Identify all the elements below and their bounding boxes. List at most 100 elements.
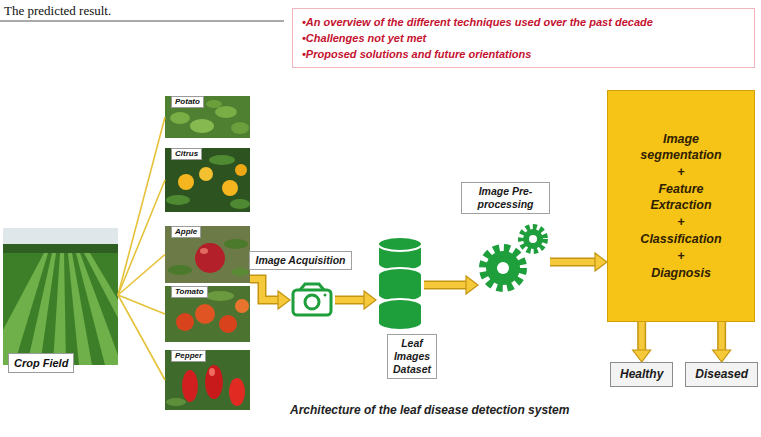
result-text: Healthy bbox=[620, 367, 663, 382]
analysis-box: Image segmentation+Feature Extraction+Cl… bbox=[607, 90, 755, 322]
flow-arrow bbox=[550, 253, 607, 271]
crop-photo-node: Tomato bbox=[165, 286, 250, 342]
crop-link-line bbox=[118, 117, 165, 295]
label-holder: Tomato bbox=[171, 286, 208, 298]
crop-photo-node: Potato bbox=[165, 96, 250, 138]
label-holder: Image Pre-processing bbox=[461, 182, 550, 214]
arrow-outline bbox=[424, 281, 467, 290]
citrus-photo bbox=[222, 180, 238, 196]
gears-icon bbox=[521, 227, 545, 251]
potato-photo bbox=[231, 122, 249, 134]
crop-link-line bbox=[118, 180, 165, 295]
gears-icon bbox=[483, 227, 545, 288]
gears-icon bbox=[486, 251, 520, 285]
arrow-outline bbox=[250, 279, 279, 300]
crop-link-line bbox=[118, 117, 165, 295]
crop-link-line bbox=[118, 295, 165, 314]
label-holder: Apple bbox=[171, 226, 201, 238]
crop-field-photo bbox=[3, 228, 118, 365]
flow-arrow bbox=[424, 276, 478, 294]
photo-tag: Citrus bbox=[171, 148, 202, 160]
flow-arrow bbox=[335, 291, 376, 309]
flow-arrow bbox=[250, 279, 290, 309]
tomato-photo bbox=[195, 304, 215, 324]
citrus-photo bbox=[166, 195, 190, 205]
camera-node: Image Acquisition bbox=[290, 282, 335, 318]
apple-photo bbox=[224, 239, 248, 249]
step-text: Feature Extraction bbox=[631, 181, 731, 213]
photo-tag: Tomato bbox=[171, 286, 208, 298]
apple-photo bbox=[200, 248, 208, 254]
potato-photo bbox=[206, 100, 222, 108]
database-icon bbox=[378, 237, 422, 330]
photo-tag: Crop Field bbox=[8, 353, 74, 373]
preprocess-node: Image Pre-processing bbox=[478, 222, 550, 294]
potato-photo bbox=[165, 96, 250, 138]
potato-photo bbox=[165, 96, 250, 138]
citrus-photo bbox=[178, 174, 194, 190]
pepper-photo bbox=[182, 370, 198, 402]
crop-link-line bbox=[118, 295, 165, 380]
step-text: + bbox=[677, 248, 684, 264]
crop-field-node: Crop Field bbox=[3, 228, 118, 373]
result-text: Diseased bbox=[695, 367, 748, 382]
note-box: •An overview of the different techniques… bbox=[292, 8, 755, 68]
pepper-photo bbox=[165, 350, 250, 410]
tomato-photo bbox=[206, 291, 234, 301]
result-box: Healthy bbox=[610, 362, 673, 387]
potato-photo bbox=[215, 106, 237, 118]
citrus-photo bbox=[230, 199, 250, 209]
potato-photo bbox=[190, 119, 214, 133]
database-icon bbox=[378, 299, 422, 330]
photo-tag: Potato bbox=[171, 96, 204, 108]
label-holder: The predicted result. bbox=[4, 3, 111, 19]
crop-field-photo bbox=[3, 228, 118, 246]
database-icon bbox=[378, 268, 422, 302]
crop-field-photo bbox=[84, 253, 118, 318]
camera-icon bbox=[324, 294, 327, 297]
tomato-photo bbox=[165, 286, 250, 342]
step-label: Image Acquisition bbox=[249, 251, 351, 270]
top-rule bbox=[0, 21, 284, 22]
crop-link-line bbox=[118, 295, 165, 314]
crop-field-photo bbox=[27, 253, 56, 365]
step-text: + bbox=[677, 164, 684, 180]
pepper-photo bbox=[209, 368, 215, 376]
label-holder: Leaf Images Dataset bbox=[387, 334, 437, 379]
crop-link-line bbox=[118, 295, 165, 380]
crop-field-photo bbox=[76, 253, 118, 365]
arrow-body bbox=[639, 322, 645, 351]
top-rule bbox=[0, 21, 284, 22]
photo-tag: Pepper bbox=[171, 350, 206, 362]
label-holder: Citrus bbox=[171, 148, 202, 160]
arrow-head bbox=[595, 253, 607, 271]
arrow-outline bbox=[717, 322, 726, 351]
crop-field-photo bbox=[53, 253, 66, 365]
label-holder: Image Acquisition bbox=[249, 251, 351, 270]
database-icon bbox=[378, 237, 422, 271]
citrus-photo bbox=[199, 167, 213, 181]
step-text: Image segmentation bbox=[631, 131, 731, 163]
arrow-body bbox=[424, 282, 467, 288]
gears-icon bbox=[497, 262, 509, 274]
database-icon bbox=[378, 237, 422, 251]
pepper-photo bbox=[205, 365, 223, 399]
arrow-head bbox=[633, 350, 651, 362]
crop-photo-node: Pepper bbox=[165, 350, 250, 410]
pepper-photo bbox=[165, 350, 250, 410]
gears-icon bbox=[529, 235, 537, 243]
citrus-photo bbox=[165, 148, 250, 212]
step-label: Leaf Images Dataset bbox=[387, 334, 437, 379]
crop-link-line bbox=[118, 255, 165, 296]
crop-field-photo bbox=[3, 228, 118, 365]
arrow-head bbox=[278, 291, 290, 309]
citrus-photo bbox=[235, 164, 247, 176]
crop-photo-node: Citrus bbox=[165, 148, 250, 212]
label-holder: Pepper bbox=[171, 350, 206, 362]
arrow-outline bbox=[335, 296, 365, 305]
pepper-photo bbox=[229, 378, 245, 406]
bullet-text: •Challenges not yet met bbox=[302, 30, 745, 46]
arrow-outline bbox=[550, 258, 596, 267]
pepper-photo bbox=[166, 398, 186, 406]
